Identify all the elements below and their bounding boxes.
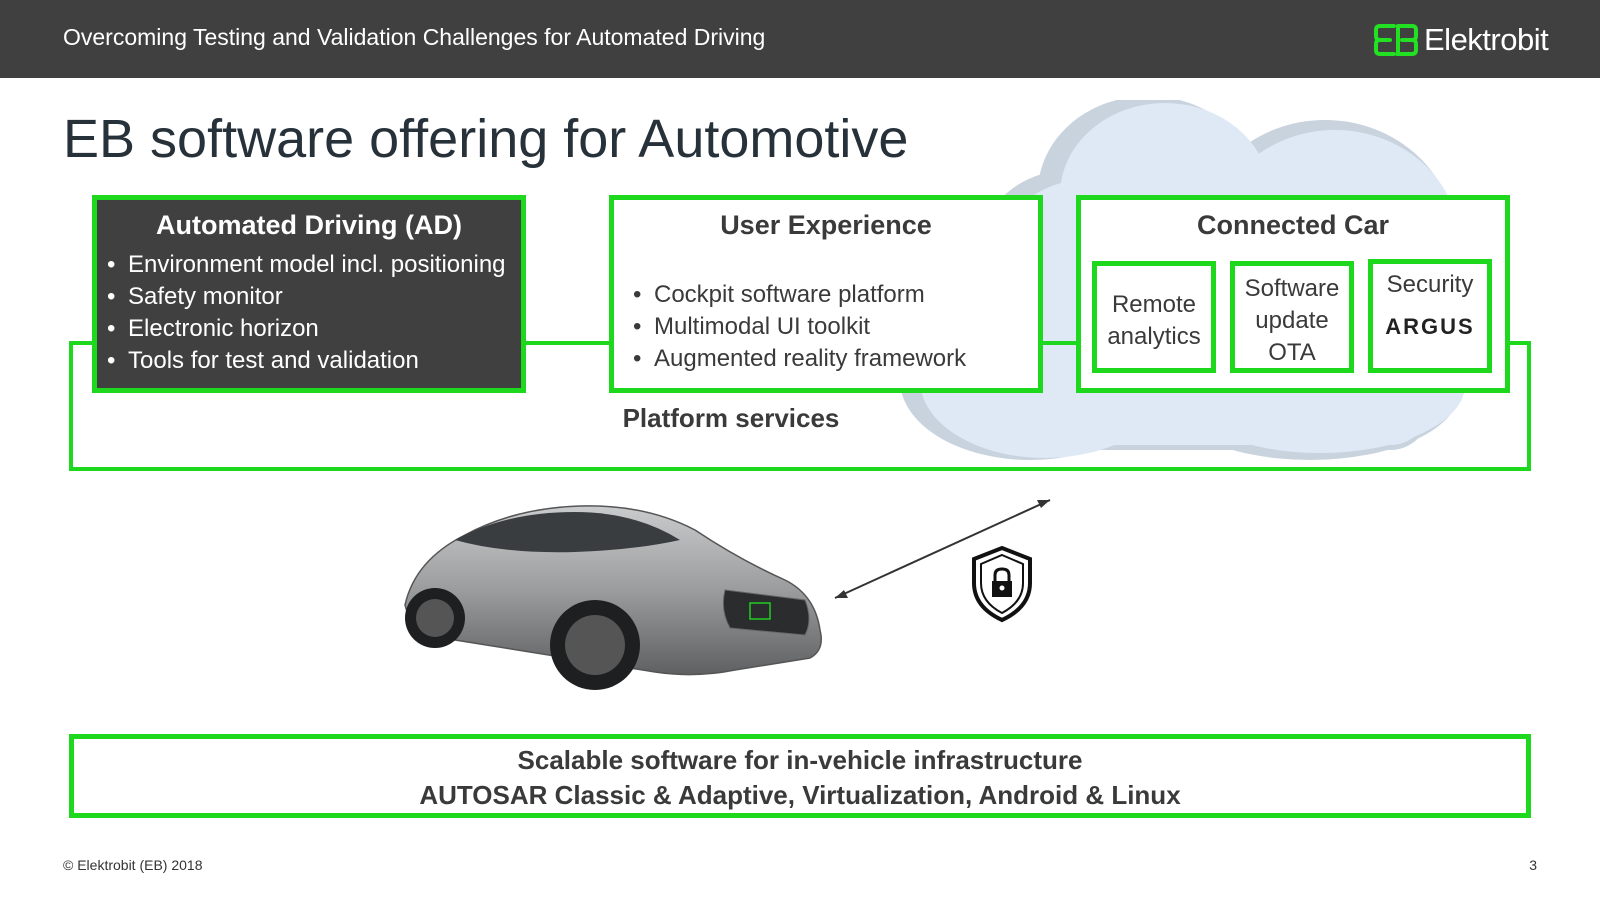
car-image <box>404 505 822 690</box>
ux-list: Cockpit software platform Multimodal UI … <box>626 279 1038 375</box>
argus-logo: ARGUS <box>1385 314 1475 339</box>
remote-analytics-box: Remote analytics <box>1092 261 1216 373</box>
remote-analytics-line1: Remote <box>1111 291 1197 318</box>
cc-title: Connected Car <box>1196 210 1390 240</box>
header-bar: Overcoming Testing and Validation Challe… <box>0 0 1600 78</box>
automated-driving-box: Automated Driving (AD) Environment model… <box>92 195 526 393</box>
platform-services-label: Platform services <box>622 403 840 433</box>
slide-title: EB software offering for Automotive <box>63 109 909 169</box>
infrastructure-line2: AUTOSAR Classic & Adaptive, Virtualizati… <box>419 780 1181 810</box>
software-update-line2: update <box>1255 307 1329 334</box>
security-box: Security ARGUS <box>1368 259 1492 373</box>
ux-title: User Experience <box>720 210 932 240</box>
footer-copyright: © Elektrobit (EB) 2018 <box>63 857 203 873</box>
list-item: Cockpit software platform <box>626 279 1038 311</box>
presentation-title: Overcoming Testing and Validation Challe… <box>63 24 766 50</box>
software-update-line1: Software <box>1244 275 1340 302</box>
security-label: Security <box>1386 271 1474 298</box>
remote-analytics-line2: analytics <box>1107 323 1201 350</box>
list-item: Augmented reality framework <box>626 343 1038 375</box>
software-update-box: Software update OTA <box>1230 261 1354 373</box>
list-item: Tools for test and validation <box>100 345 521 377</box>
list-item: Environment model incl. positioning <box>100 249 521 281</box>
ad-title: Automated Driving (AD) <box>156 210 462 240</box>
shield-lock-icon <box>972 545 1032 623</box>
infrastructure-box: Scalable software for in-vehicle infrast… <box>69 734 1531 818</box>
elektrobit-logo-icon <box>1374 24 1418 56</box>
infrastructure-line1: Scalable software for in-vehicle infrast… <box>517 745 1083 775</box>
footer-page-number: 3 <box>1529 857 1537 873</box>
list-item: Multimodal UI toolkit <box>626 311 1038 343</box>
user-experience-box: User Experience Cockpit software platfor… <box>609 195 1043 393</box>
software-update-line3: OTA <box>1268 339 1316 366</box>
ad-list: Environment model incl. positioning Safe… <box>100 249 521 377</box>
list-item: Safety monitor <box>100 281 521 313</box>
list-item: Electronic horizon <box>100 313 521 345</box>
logo-wordmark: Elektrobit <box>1424 22 1549 57</box>
